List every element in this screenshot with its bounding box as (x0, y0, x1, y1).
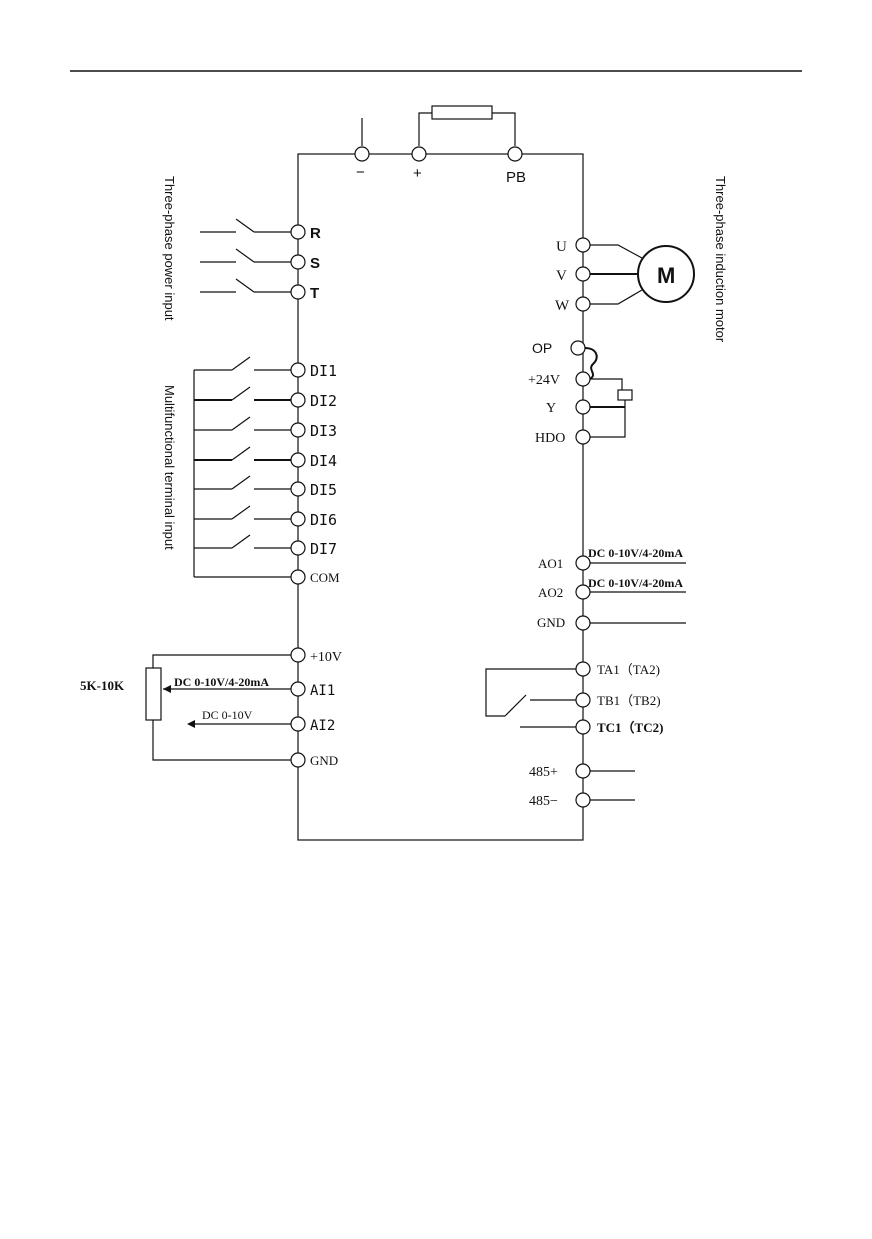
terminal-di7 (290, 540, 306, 556)
relay-group: TA1（TA2) TB1（TB2) TC1（TC2) (485, 661, 663, 735)
label-ao2-signal: DC 0-10V/4-20mA (588, 576, 683, 590)
caption-terminal-input: Multifunctional terminal input (162, 385, 177, 550)
terminal-ai1 (290, 681, 306, 697)
label-di5: DI5 (310, 481, 337, 499)
label-di6: DI6 (310, 511, 337, 529)
label-minus: − (356, 164, 365, 181)
analog-input-group: +10V AI1 AI2 GND 5K-10K DC 0-10V/4-20mA … (80, 647, 342, 768)
label-ao2: AO2 (538, 585, 563, 600)
label-tb: TB1（TB2) (597, 693, 661, 708)
terminal-minus (354, 146, 370, 162)
label-op: OP (532, 340, 552, 356)
output-group: OP +24V Y HDO (528, 340, 633, 446)
label-t: T (310, 285, 319, 302)
caption-power-input: Three-phase power input (162, 176, 177, 321)
label-di7: DI7 (310, 540, 337, 558)
terminal-10v (290, 647, 306, 663)
terminal-di3 (290, 422, 306, 438)
label-ao1: AO1 (538, 556, 563, 571)
label-s: S (310, 255, 320, 272)
label-24v: +24V (528, 373, 560, 388)
terminal-di4 (290, 452, 306, 468)
terminal-gnd-right (575, 615, 591, 631)
label-tc: TC1（TC2) (597, 720, 663, 735)
terminal-di1 (290, 362, 306, 378)
label-plus: + (413, 165, 422, 182)
label-ai1-signal: DC 0-10V/4-20mA (174, 675, 269, 689)
label-motor: M (657, 263, 675, 288)
label-485-plus: 485+ (529, 765, 558, 780)
caption-motor: Three-phase induction motor (713, 176, 728, 343)
label-w: W (555, 298, 570, 314)
label-di2: DI2 (310, 392, 337, 410)
terminal-com (290, 569, 306, 585)
label-ta: TA1（TA2) (597, 662, 660, 677)
label-com: COM (310, 570, 340, 585)
label-di4: DI4 (310, 452, 337, 470)
digital-input-group: DI1 DI2 DI3 DI4 DI5 DI6 DI7 COM (193, 356, 340, 585)
label-10v: +10V (310, 650, 342, 665)
terminal-plus (411, 146, 427, 162)
terminal-gnd-left (290, 752, 306, 768)
terminal-tb (575, 692, 591, 708)
braking-resistor (431, 105, 493, 120)
label-ao1-signal: DC 0-10V/4-20mA (588, 546, 683, 560)
terminal-u (575, 237, 591, 253)
power-input-group: R S T (200, 218, 321, 302)
dc-bus-group: − + PB (354, 105, 526, 186)
label-pb: PB (506, 169, 526, 186)
terminal-op (570, 340, 586, 356)
terminal-r (290, 224, 306, 240)
terminal-di5 (290, 481, 306, 497)
label-r: R (310, 225, 321, 242)
label-ai2: AI2 (310, 718, 335, 734)
terminal-485-plus (575, 763, 591, 779)
label-di1: DI1 (310, 362, 337, 380)
terminal-y (575, 399, 591, 415)
terminal-t (290, 284, 306, 300)
terminal-di2 (290, 392, 306, 408)
label-gnd-left: GND (310, 753, 338, 768)
label-gnd-right: GND (537, 615, 565, 630)
label-hdo: HDO (535, 431, 565, 446)
inverter-box (297, 153, 584, 841)
label-di3: DI3 (310, 422, 337, 440)
label-pot: 5K-10K (80, 678, 125, 693)
terminal-24v (575, 371, 591, 387)
rs485-group: 485+ 485− (529, 763, 635, 809)
terminal-ta (575, 661, 591, 677)
terminal-hdo (575, 429, 591, 445)
label-485-minus: 485− (529, 794, 558, 809)
terminal-v (575, 266, 591, 282)
analog-output-group: AO1 AO2 GND DC 0-10V/4-20mA DC 0-10V/4-2… (537, 546, 686, 631)
label-y: Y (546, 401, 556, 416)
terminal-ao1 (575, 555, 591, 571)
terminal-ao2 (575, 584, 591, 600)
potentiometer (145, 667, 162, 721)
label-v: V (556, 268, 567, 284)
terminal-pb (507, 146, 523, 162)
label-ai1: AI1 (310, 683, 335, 699)
label-u: U (556, 239, 567, 255)
terminal-tc (575, 719, 591, 735)
label-ai2-signal: DC 0-10V (202, 708, 253, 722)
terminal-w (575, 296, 591, 312)
terminal-485-minus (575, 792, 591, 808)
terminal-ai2 (290, 716, 306, 732)
terminal-s (290, 254, 306, 270)
motor-group: M U V W (555, 237, 695, 314)
relay-coil (617, 389, 633, 401)
terminal-di6 (290, 511, 306, 527)
